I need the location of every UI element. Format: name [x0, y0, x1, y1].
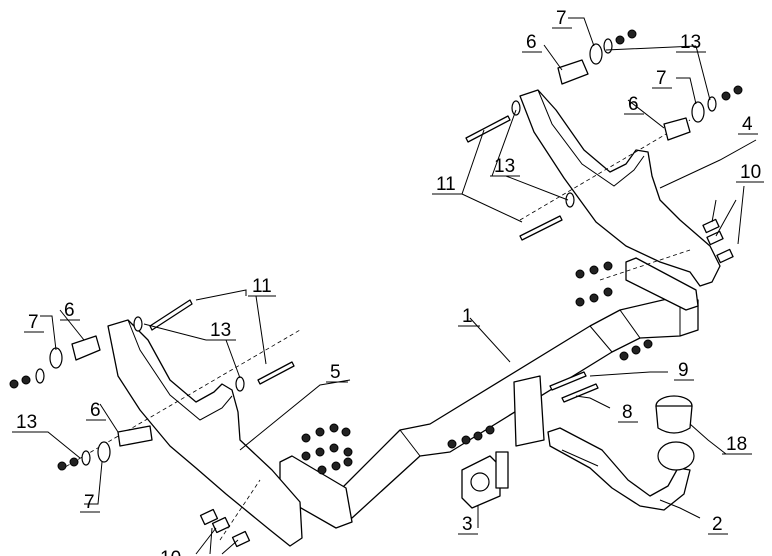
spacer-tubes	[71, 59, 691, 447]
alignment-line-lower-right	[599, 249, 691, 281]
alignment-line-left	[59, 329, 301, 471]
right-bracket	[519, 89, 721, 287]
label-part-18: 18	[726, 434, 747, 455]
socket-plate	[461, 451, 509, 509]
washers-and-nuts	[9, 29, 743, 471]
left-bracket	[107, 319, 303, 547]
alignment-line-lower-left	[219, 479, 261, 541]
label-underlines	[12, 27, 764, 535]
label-part-10-right: 10	[740, 162, 761, 183]
part-number-labels: 1 2 3 4 5 6 6 6 6 7 7 7 7 8 9 10 10 11 1…	[16, 8, 761, 556]
label-part-7-right-bottom: 7	[656, 68, 667, 89]
label-part-6-right-top: 6	[526, 32, 537, 53]
tow-ball-neck	[547, 427, 695, 511]
alignment-line-right	[519, 119, 691, 221]
label-part-9: 9	[678, 360, 689, 381]
label-part-3: 3	[462, 514, 473, 535]
label-part-5: 5	[330, 362, 341, 383]
label-part-6-right-bottom: 6	[628, 94, 639, 115]
hitch-mount-bolts	[513, 371, 599, 447]
label-part-8: 8	[622, 402, 633, 423]
leader-lines	[14, 17, 757, 555]
ball-cap	[655, 395, 693, 434]
label-part-13-right-top: 13	[680, 32, 701, 53]
label-part-6-left-bottom: 6	[90, 400, 101, 421]
label-part-1: 1	[462, 306, 473, 327]
label-part-11-left: 11	[252, 276, 272, 297]
label-part-11-right: 11	[436, 174, 456, 195]
label-part-2: 2	[712, 514, 723, 535]
label-part-7-right-top: 7	[556, 8, 567, 29]
label-part-7-left-top: 7	[28, 312, 39, 333]
label-part-10-left: 10	[160, 548, 181, 556]
label-part-13-left-top: 13	[210, 320, 231, 341]
label-part-6-left-top: 6	[64, 300, 75, 321]
short-bolts	[199, 218, 734, 548]
nut-clusters	[301, 261, 653, 475]
label-part-7-left-bottom: 7	[84, 492, 95, 513]
label-part-13-right-bottom: 13	[494, 156, 515, 177]
label-part-4: 4	[742, 114, 753, 135]
long-bolts	[149, 115, 563, 385]
label-part-13-left-bottom: 13	[16, 412, 37, 433]
